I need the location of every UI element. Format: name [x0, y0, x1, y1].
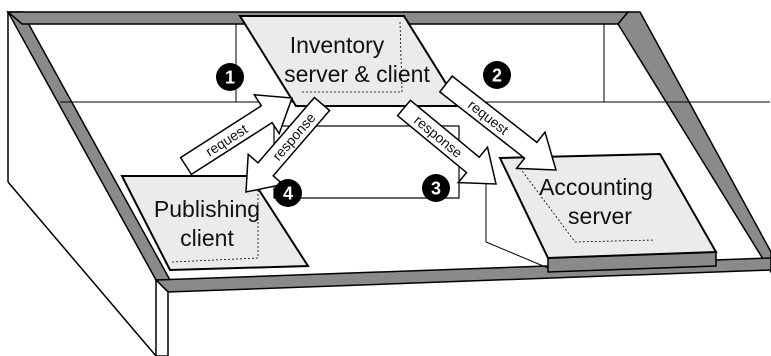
step-number-4: 4	[283, 184, 293, 204]
publishing-label-line2: client	[180, 225, 234, 251]
step-badge-1: 1	[216, 63, 244, 91]
step-badge-4: 4	[274, 179, 302, 207]
inventory-node[interactable]: Inventory server & client	[238, 15, 462, 107]
publishing-box	[120, 175, 310, 272]
inventory-to-accounting-request-arrow	[438, 75, 558, 171]
publishing-dashed-edge	[171, 186, 259, 263]
accounting-box	[498, 152, 718, 260]
inventory-label-line2: server & client	[284, 61, 430, 87]
step-badge-2: 2	[483, 61, 511, 89]
inventory-to-accounting-response-arrow	[396, 99, 497, 185]
step-number-2: 2	[492, 66, 502, 86]
accounting-label-line2: server	[568, 203, 632, 229]
inventory-to-publishing-response-arrow	[245, 96, 331, 193]
front-edge-diag	[7, 181, 157, 356]
publishing-node[interactable]: Publishing client	[120, 175, 310, 272]
front-wall-face	[155, 278, 169, 356]
accounting-dashed-edge	[519, 167, 656, 243]
step-number-1: 1	[225, 68, 235, 88]
step-number-3: 3	[431, 179, 441, 199]
interior-line-5	[485, 241, 549, 269]
accounting-node[interactable]: Accounting server	[498, 152, 718, 273]
accounting-label-line1: Accounting	[539, 174, 653, 200]
inventory-to-accounting-response-label: response	[411, 112, 466, 161]
publishing-label-line1: Publishing	[154, 196, 260, 222]
inventory-to-publishing-request-arrow	[179, 93, 294, 176]
inventory-label-line1: Inventory	[290, 32, 385, 58]
step-badge-3: 3	[422, 174, 450, 202]
right-wall	[617, 11, 771, 274]
left-wall	[6, 11, 172, 281]
